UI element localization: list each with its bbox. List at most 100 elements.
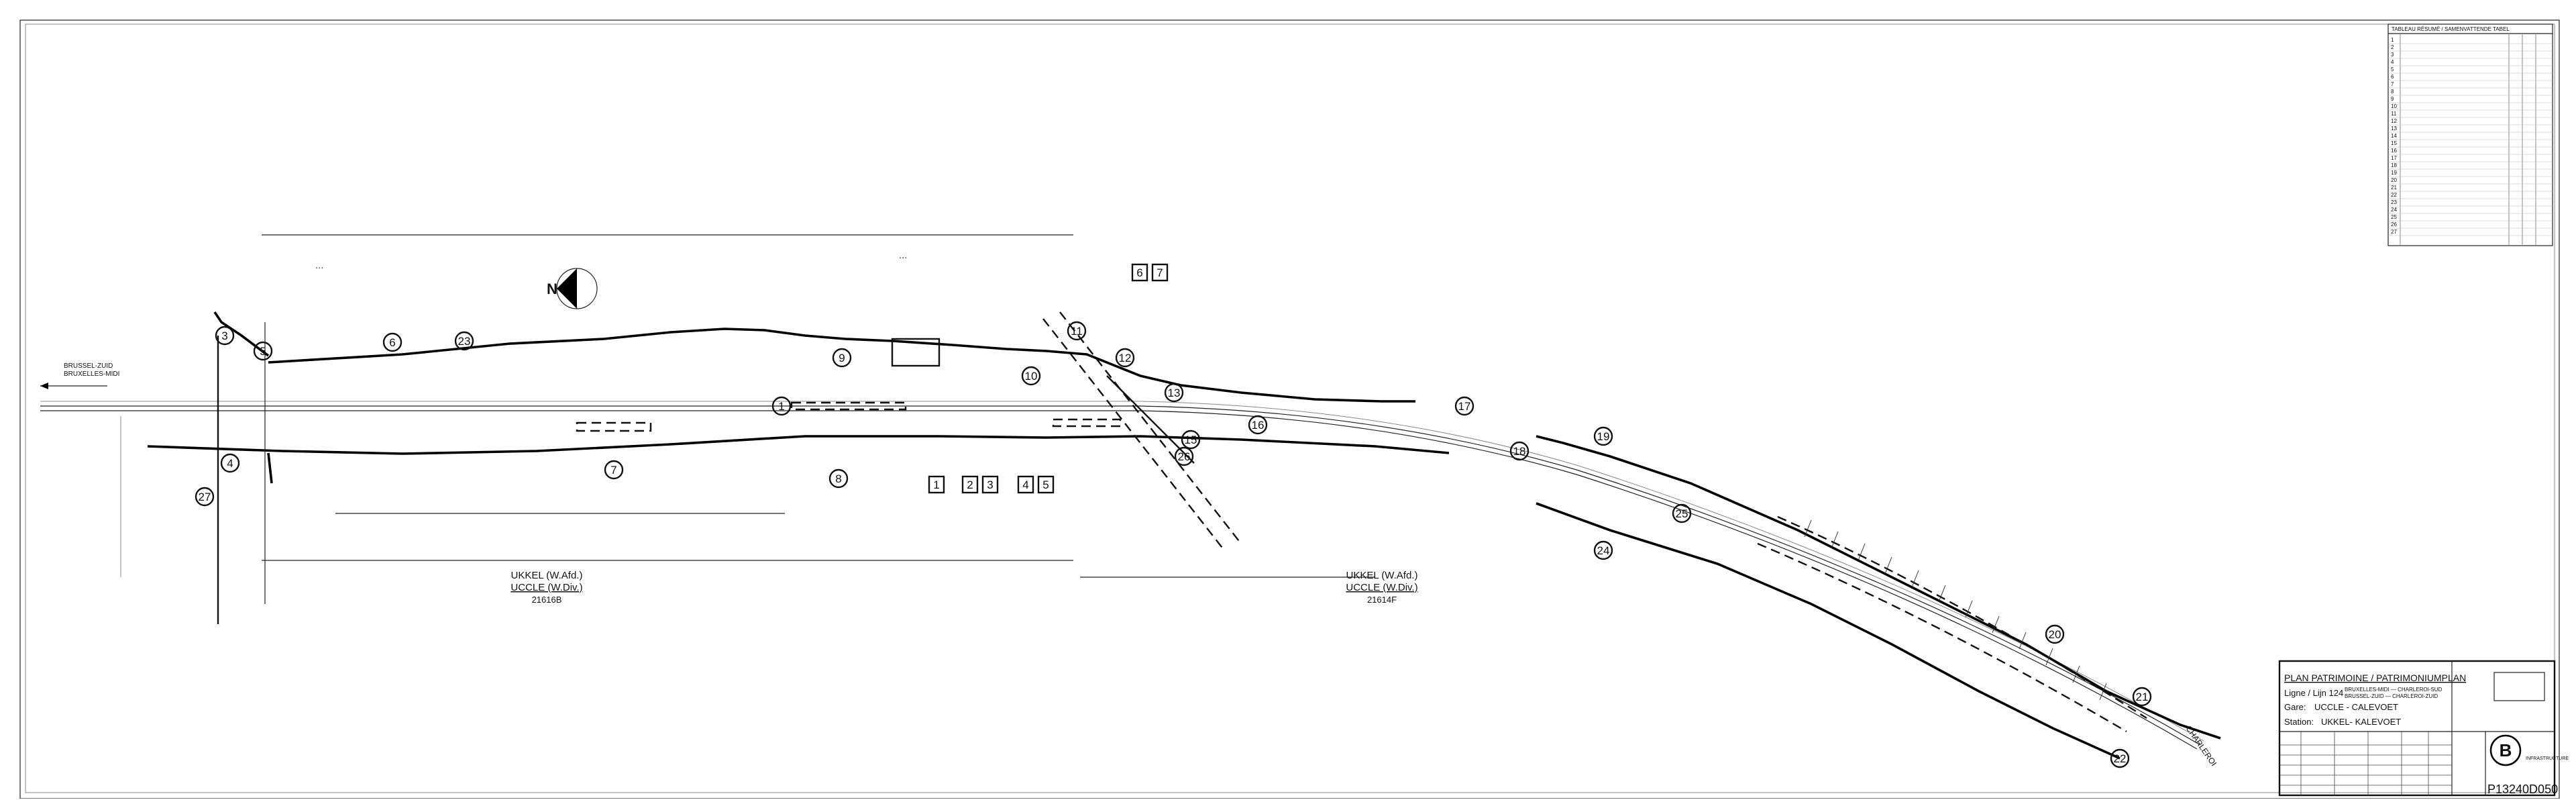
marker-26: 26 xyxy=(1174,446,1194,466)
legend-row-number: 7 xyxy=(2391,81,2394,87)
svg-text:7: 7 xyxy=(1157,266,1163,279)
legend-row-number: 22 xyxy=(2391,192,2397,198)
svg-text:6: 6 xyxy=(1136,266,1142,279)
road-crossing xyxy=(1042,311,1242,551)
marker-25: 25 xyxy=(1672,503,1692,523)
svg-text:15: 15 xyxy=(1185,434,1197,446)
boundary-east-south xyxy=(1536,502,2121,760)
legend-row-number: 2 xyxy=(2391,44,2394,50)
legend-row-number: 20 xyxy=(2391,177,2397,183)
legend-row-number: 12 xyxy=(2391,118,2397,124)
marker-circles: 1 3 4 5 6 7 8 9 10 11 12 13 15 16 17 18 … xyxy=(195,321,2152,768)
station-label: Station: xyxy=(2284,717,2314,727)
sncb-logo: B xyxy=(2489,734,2522,766)
svg-text:17: 17 xyxy=(1458,400,1471,413)
svg-text:...: ... xyxy=(315,261,323,271)
box-4: 4 xyxy=(1017,475,1034,494)
svg-text:N: N xyxy=(547,281,557,297)
company-name: INFRASTRUCTURE xyxy=(2526,756,2569,761)
svg-text:27: 27 xyxy=(199,491,211,503)
boundary-south-west xyxy=(267,452,273,484)
direction-charleroi: CHARLEROI xyxy=(2184,724,2219,768)
svg-text:24: 24 xyxy=(1597,544,1610,557)
marker-24: 24 xyxy=(1593,540,1613,560)
building-2 xyxy=(576,421,652,432)
svg-text:23: 23 xyxy=(458,335,471,348)
marker-21: 21 xyxy=(2132,687,2152,707)
legend-row-number: 5 xyxy=(2391,66,2394,72)
marker-10: 10 xyxy=(1021,366,1041,386)
sheet-border xyxy=(19,19,2560,799)
svg-text:9: 9 xyxy=(839,352,845,364)
platform-1 xyxy=(790,401,907,411)
svg-text:11: 11 xyxy=(1071,325,1083,338)
legend-row-number: 11 xyxy=(2391,111,2397,117)
svg-text:5: 5 xyxy=(1042,479,1049,491)
legend-row-number: 25 xyxy=(2391,214,2397,220)
marker-7: 7 xyxy=(604,460,624,480)
svg-text:1: 1 xyxy=(933,479,939,491)
svg-text:BRUSSEL-ZUID: BRUSSEL-ZUID xyxy=(64,362,113,370)
svg-text:8: 8 xyxy=(835,472,841,485)
svg-text:16: 16 xyxy=(1252,419,1265,432)
marker-23: 23 xyxy=(454,331,474,351)
marker-20: 20 xyxy=(2045,624,2065,644)
svg-text:B: B xyxy=(2500,740,2512,760)
svg-text:6: 6 xyxy=(389,336,395,349)
direction-brussels: BRUSSEL-ZUID BRUXELLES-MIDI xyxy=(40,362,119,389)
gare-value: UCCLE - CALEVOET xyxy=(2314,702,2398,712)
legend-row-number: 19 xyxy=(2391,170,2397,176)
marker-16: 16 xyxy=(1248,415,1268,435)
legend-table: TABLEAU RÉSUMÉ / SAMENVATTENDE TABEL xyxy=(2387,23,2553,246)
svg-text:3: 3 xyxy=(221,330,227,342)
marker-9: 9 xyxy=(832,348,852,368)
marker-17: 17 xyxy=(1454,396,1474,416)
box-1: 1 xyxy=(928,475,945,494)
svg-text:4: 4 xyxy=(1022,479,1028,491)
building-1 xyxy=(891,338,941,367)
svg-text:19: 19 xyxy=(1597,430,1610,443)
ligne-route-2: BRUSSEL-ZUID — CHARLEROI-ZUID xyxy=(2345,693,2438,699)
svg-text:BRUXELLES-MIDI: BRUXELLES-MIDI xyxy=(64,370,119,378)
marker-4: 4 xyxy=(220,453,240,473)
svg-text:12: 12 xyxy=(1119,352,1132,364)
svg-text:10: 10 xyxy=(1025,370,1038,383)
legend-row-number: 13 xyxy=(2391,126,2397,132)
svg-text:20: 20 xyxy=(2049,628,2061,641)
legend-row-number: 27 xyxy=(2391,229,2397,235)
svg-text:5: 5 xyxy=(260,345,266,358)
municipality-east: UKKEL (W.Afd.) UCCLE (W.Div.) 21614F xyxy=(1346,570,1417,605)
ligne-route-1: BRUXELLES-MIDI — CHARLEROI-SUD xyxy=(2345,687,2443,693)
track-axis xyxy=(40,401,2204,750)
boundary-south xyxy=(147,435,1450,455)
svg-text:CHARLEROI: CHARLEROI xyxy=(2184,724,2219,768)
svg-text:21: 21 xyxy=(2136,691,2149,703)
marker-12: 12 xyxy=(1115,348,1135,368)
drawing-number: P13240D050 xyxy=(2487,783,2558,796)
marker-18: 18 xyxy=(1509,441,1529,461)
plan-title: PLAN PATRIMOINE / PATRIMONIUMPLAN xyxy=(2284,672,2466,683)
box-3: 3 xyxy=(981,475,999,494)
svg-text:3: 3 xyxy=(987,479,993,491)
svg-text:...: ... xyxy=(899,251,907,261)
marker-19: 19 xyxy=(1593,426,1613,446)
legend-rows: 1234567891011121314151617181920212223242… xyxy=(2388,37,2553,236)
marker-6: 6 xyxy=(382,332,402,352)
platform-ticks xyxy=(1804,519,2107,701)
svg-text:UKKEL (W.Afd.): UKKEL (W.Afd.) xyxy=(1346,570,1418,581)
platform-hatch-2 xyxy=(1757,542,2127,733)
inner-border xyxy=(25,23,2555,793)
revision-grid xyxy=(2279,732,2452,795)
svg-text:UKKEL (W.Afd.): UKKEL (W.Afd.) xyxy=(511,570,583,581)
ligne-label: Ligne / Lijn 124 xyxy=(2284,688,2343,698)
legend-row-number: 21 xyxy=(2391,185,2397,191)
legend-row-number: 8 xyxy=(2391,89,2394,95)
svg-text:7: 7 xyxy=(610,464,616,477)
svg-text:4: 4 xyxy=(227,457,233,470)
legend-row-number: 9 xyxy=(2391,96,2394,102)
station-value: UKKEL- KALEVOET xyxy=(2321,717,2401,727)
svg-text:22: 22 xyxy=(2114,752,2127,765)
legend-row-number: 10 xyxy=(2391,103,2397,109)
box-2: 2 xyxy=(961,475,979,494)
